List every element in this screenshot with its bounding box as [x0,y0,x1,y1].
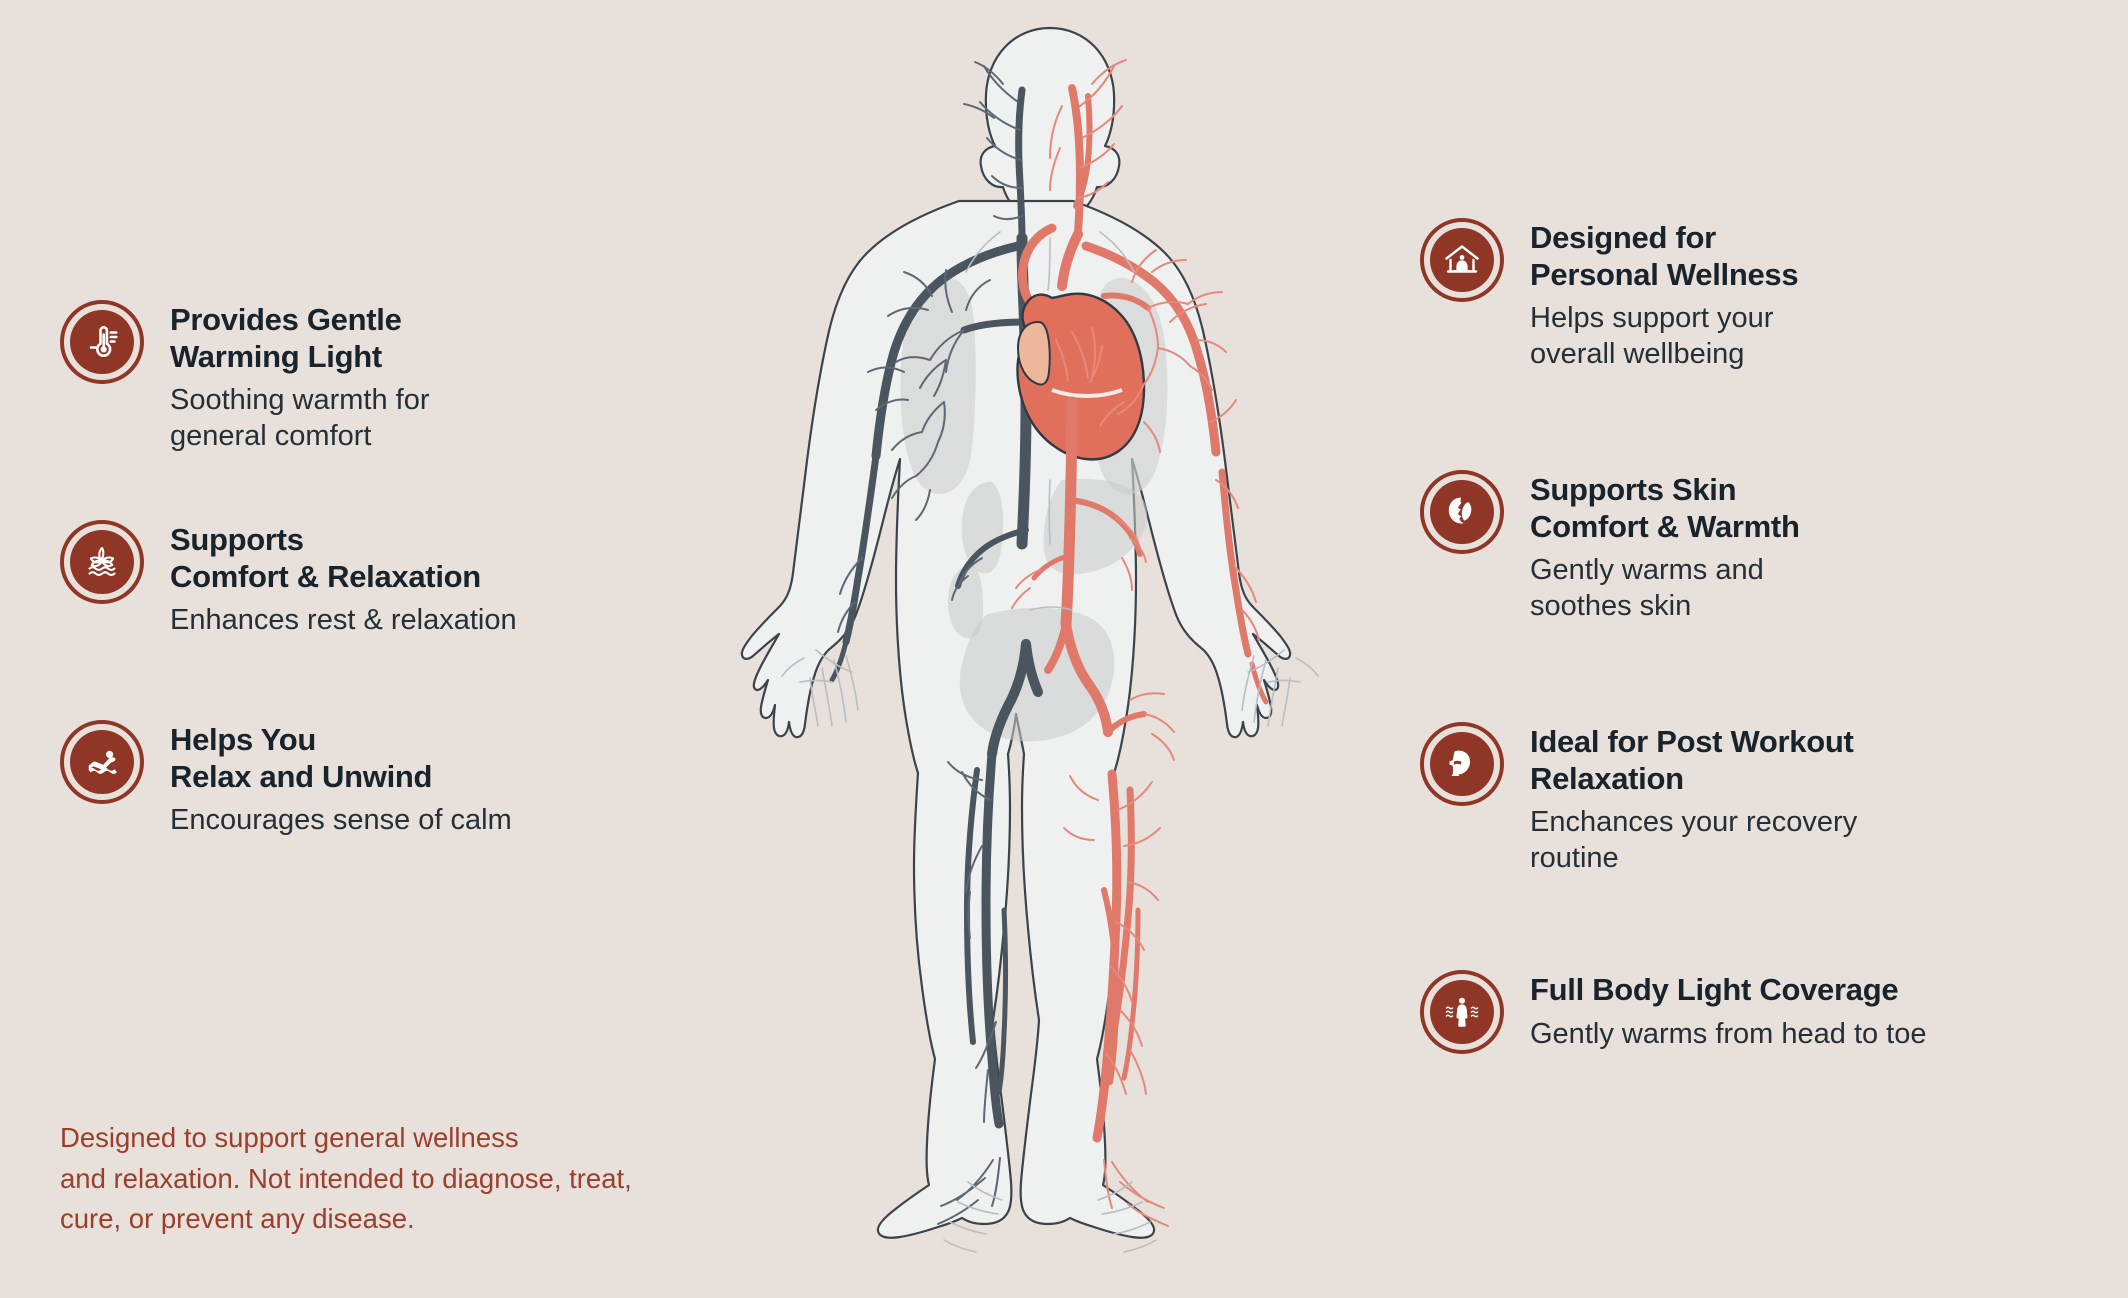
feature-text: Provides Gentle Warming Light Soothing w… [170,300,430,455]
reclining-person-icon [60,720,144,804]
feature-supports-comfort-relaxation[interactable]: Supports Comfort & Relaxation Enhances r… [60,520,517,638]
feature-supports-skin-comfort-warmth[interactable]: Supports Skin Comfort & Warmth Gently wa… [1420,470,1800,625]
feature-desc: Helps support your overall wellbeing [1530,302,1774,371]
face-leaf-icon [1420,470,1504,554]
feature-text: Full Body Light Coverage Gently warms fr… [1530,970,1927,1052]
feature-title: Supports Comfort & Relaxation [170,522,481,594]
feature-desc: Gently warms from head to toe [1530,1017,1927,1050]
feature-desc: Enhances rest & relaxation [170,604,517,637]
feature-title: Helps You Relax and Unwind [170,722,433,794]
feature-title: Full Body Light Coverage [1530,972,1899,1007]
disclaimer-text: Designed to support general wellness and… [60,1122,632,1235]
feature-full-body-light-coverage[interactable]: Full Body Light Coverage Gently warms fr… [1420,970,1927,1054]
home-meditation-icon [1420,218,1504,302]
feature-text: Helps You Relax and Unwind Encourages se… [170,720,512,838]
human-circulatory-system-diagram: .bodyfill { fill:#eff0f0; stroke:#3b434b… [700,10,1400,1295]
feature-text: Supports Comfort & Relaxation Enhances r… [170,520,517,638]
feature-title: Provides Gentle Warming Light [170,302,402,374]
feature-provides-gentle-warming-light[interactable]: Provides Gentle Warming Light Soothing w… [60,300,430,455]
feature-title: Supports Skin Comfort & Warmth [1530,472,1800,544]
feature-desc: Soothing warmth for general comfort [170,384,430,453]
feature-helps-you-relax-and-unwind[interactable]: Helps You Relax and Unwind Encourages se… [60,720,512,838]
feature-text: Supports Skin Comfort & Warmth Gently wa… [1530,470,1800,625]
feature-desc: Encourages sense of calm [170,804,512,837]
feature-desc: Gently warms and soothes skin [1530,554,1764,623]
feature-ideal-for-post-workout-relaxation[interactable]: Ideal for Post Workout Relaxation Enchan… [1420,722,1857,877]
feature-desc: Enchances your recovery routine [1530,806,1858,875]
feature-title: Designed for Personal Wellness [1530,220,1799,292]
feature-title: Ideal for Post Workout Relaxation [1530,724,1854,796]
full-body-waves-icon [1420,970,1504,1054]
feature-text: Ideal for Post Workout Relaxation Enchan… [1530,722,1857,877]
feature-text: Designed for Personal Wellness Helps sup… [1530,218,1799,373]
feature-designed-for-personal-wellness[interactable]: Designed for Personal Wellness Helps sup… [1420,218,1799,373]
flexed-bicep-icon [1420,722,1504,806]
thermometer-icon [60,300,144,384]
lotus-water-icon [60,520,144,604]
